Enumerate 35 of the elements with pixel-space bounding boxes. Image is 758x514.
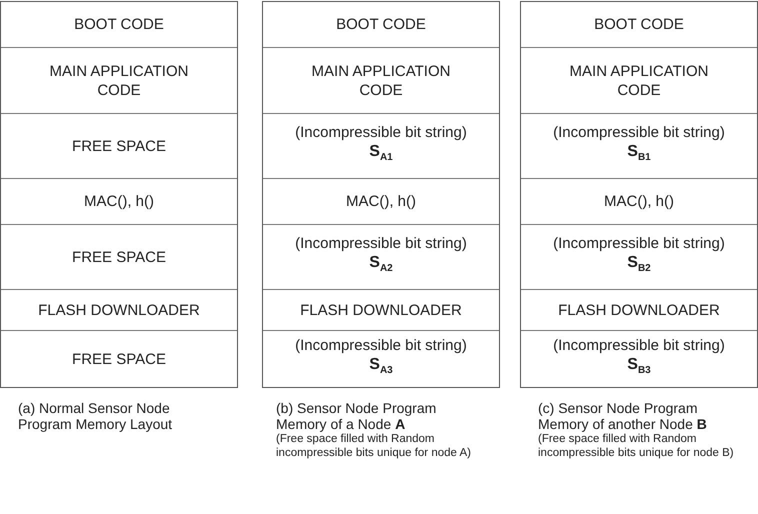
section-label: BOOT CODE (594, 15, 684, 34)
bit-string-symbol: S$_{A1}$ (369, 142, 393, 166)
section-label: (Incompressible bit string) (295, 336, 467, 356)
column-caption: (c) Sensor Node Program Memory of another Node B (538, 400, 708, 432)
section-label: FLASH DOWNLOADER (300, 300, 462, 320)
section-label: MAC(), h() (84, 192, 154, 211)
section-label: MAIN APPLICATION CODE (568, 62, 710, 100)
section-label: (Incompressible bit string) (295, 234, 467, 254)
section-label: FREE SPACE (72, 248, 166, 266)
section-label: FREE SPACE (72, 350, 166, 368)
memory-column (520, 1, 758, 388)
section-label: BOOT CODE (74, 15, 164, 34)
section-label: FLASH DOWNLOADER (558, 300, 720, 320)
section-label: (Incompressible bit string) (553, 336, 725, 356)
bit-string-symbol: S$_{B3}$ (627, 355, 651, 379)
section-label: FLASH DOWNLOADER (38, 300, 200, 320)
section-label: MAC(), h() (346, 192, 416, 211)
memory-column (262, 1, 500, 388)
section-label: FREE SPACE (72, 136, 166, 156)
bit-string-symbol: S$_{B1}$ (627, 142, 651, 166)
section-label: (Incompressible bit string) (553, 234, 725, 254)
column-caption: (a) Normal Sensor Node Program Memory Layout (18, 400, 174, 432)
bit-string-symbol: S$_{B2}$ (627, 253, 651, 277)
caption-note: (Free space filled with Random incompressible bits unique for node A) (276, 432, 472, 460)
section-label: MAIN APPLICATION CODE (310, 62, 452, 100)
caption-note: (Free space filled with Random incompressible bits unique for node B) (538, 432, 735, 460)
column-caption: (b) Sensor Node Program Memory of a Node A (276, 400, 438, 432)
section-label: (Incompressible bit string) (295, 123, 467, 142)
bit-string-symbol: S$_{A2}$ (369, 253, 393, 277)
memory-column (0, 1, 238, 388)
section-label: (Incompressible bit string) (553, 123, 725, 142)
section-label: BOOT CODE (336, 15, 426, 34)
section-label: MAIN APPLICATION CODE (48, 62, 190, 100)
section-label: MAC(), h() (604, 192, 674, 211)
bit-string-symbol: S$_{A3}$ (369, 355, 393, 379)
